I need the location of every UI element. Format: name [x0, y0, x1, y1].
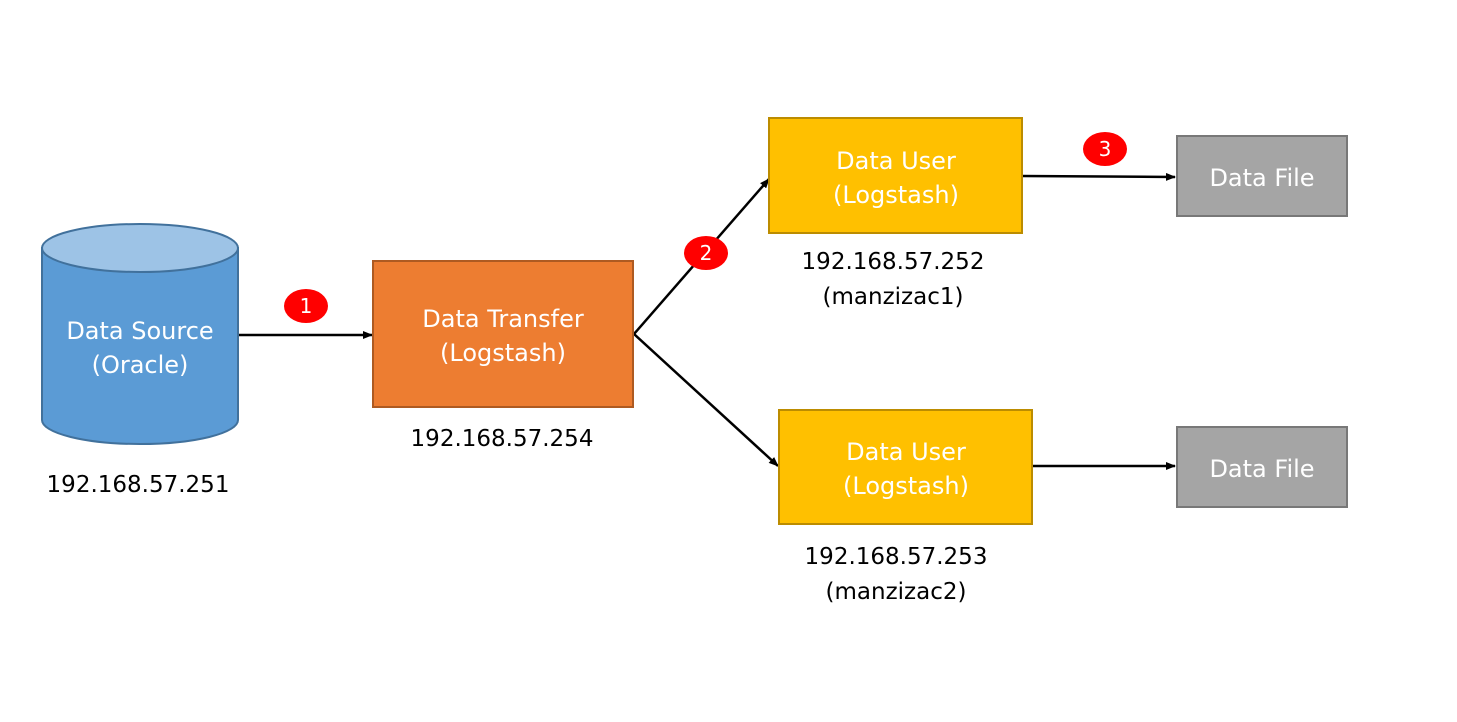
- step-badge-1-label: 1: [300, 294, 313, 318]
- data-user2-subtitle: (Logstash): [843, 472, 969, 500]
- step-badge-3-circle: [1083, 132, 1127, 166]
- cylinder-top: [41, 223, 239, 273]
- data-file1-box: [1176, 135, 1348, 217]
- data-transfer-node: Data Transfer (Logstash): [372, 260, 634, 408]
- data-user2-title: Data User: [846, 438, 966, 466]
- step-badge-2-circle: [684, 236, 728, 270]
- step-badge-3-label: 3: [1099, 137, 1112, 161]
- data-user1-node: Data User (Logstash): [768, 117, 1023, 234]
- step-badge-2: 2: [684, 236, 728, 270]
- data-user1-box: [768, 117, 1023, 234]
- data-transfer-ip: 192.168.57.254: [411, 426, 594, 452]
- step-badge-3: 3: [1083, 132, 1127, 166]
- connectors: [238, 172, 1176, 470]
- data-user2-ip: 192.168.57.253: [805, 544, 988, 570]
- data-file1-label: Data File: [1209, 164, 1314, 192]
- data-source-ip: 192.168.57.251: [47, 472, 230, 498]
- data-user1-host: (manzizac1): [823, 284, 964, 310]
- data-user1-title: Data User: [836, 147, 956, 175]
- data-transfer-box: [372, 260, 634, 408]
- data-file2-label: Data File: [1209, 455, 1314, 483]
- data-transfer-title: Data Transfer: [422, 305, 584, 333]
- data-user1-ip: 192.168.57.252: [802, 249, 985, 275]
- data-user2-box: [778, 409, 1033, 525]
- step-badge-2-label: 2: [700, 241, 713, 265]
- step-badge-1-circle: [284, 289, 328, 323]
- data-user1-subtitle: (Logstash): [833, 181, 959, 209]
- step-badge-1: 1: [284, 289, 328, 323]
- arrow-user1-to-file1: [1021, 172, 1176, 181]
- data-source-subtitle: (Oracle): [92, 351, 189, 379]
- data-file2-box: [1176, 426, 1348, 508]
- cylinder-body: [41, 247, 239, 445]
- arrow-transfer-to-user2: [633, 333, 779, 467]
- data-file2-node: Data File: [1176, 426, 1348, 508]
- data-file1-node: Data File: [1176, 135, 1348, 217]
- data-transfer-subtitle: (Logstash): [440, 339, 566, 367]
- data-user2-host: (manzizac2): [826, 579, 967, 605]
- data-user2-node: Data User (Logstash): [778, 409, 1033, 525]
- data-source-node: Data Source (Oracle): [41, 223, 239, 445]
- data-source-title: Data Source: [66, 317, 213, 345]
- database-cylinder-icon: [41, 223, 239, 445]
